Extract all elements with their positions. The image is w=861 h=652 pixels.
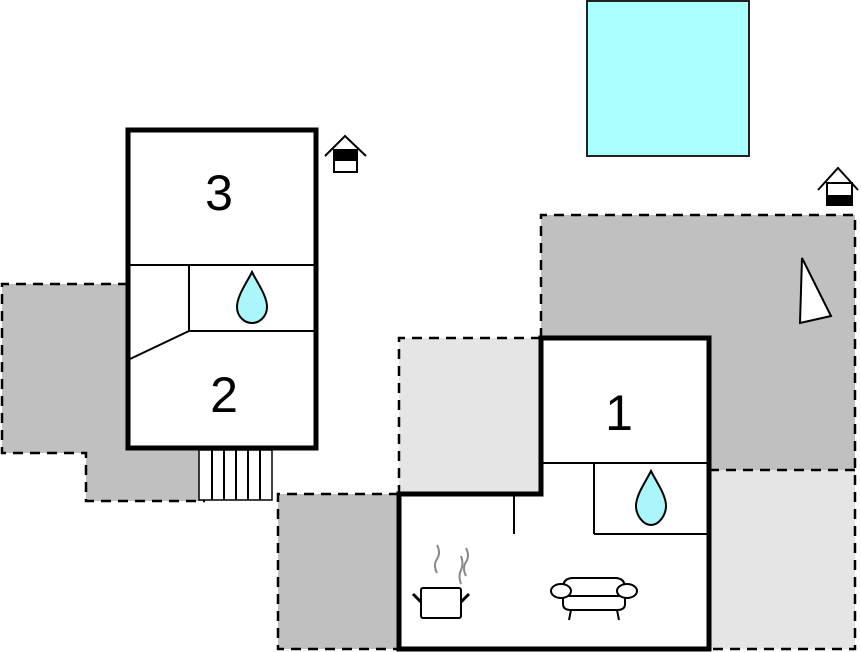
north-arrow-icon bbox=[798, 257, 833, 325]
room-label-1: 1 bbox=[605, 385, 633, 441]
water-drop-icon bbox=[634, 468, 668, 527]
sofa-icon bbox=[550, 577, 638, 621]
building-left: 3 2 bbox=[125, 127, 319, 451]
pool bbox=[586, 0, 750, 157]
stairs bbox=[198, 449, 273, 501]
terrace-middle bbox=[397, 336, 541, 494]
terrace-left bbox=[0, 282, 205, 503]
water-drop-icon bbox=[235, 269, 269, 325]
cooking-pot-icon bbox=[411, 544, 471, 619]
room-label-2: 2 bbox=[210, 367, 238, 423]
room-label-3: 3 bbox=[205, 165, 233, 221]
terrace-right bbox=[539, 213, 857, 651]
building-right: 1 bbox=[396, 335, 712, 652]
house-entrance-icon bbox=[817, 166, 859, 206]
terrace-bottom-left bbox=[276, 492, 399, 651]
house-entrance-icon bbox=[324, 134, 367, 173]
